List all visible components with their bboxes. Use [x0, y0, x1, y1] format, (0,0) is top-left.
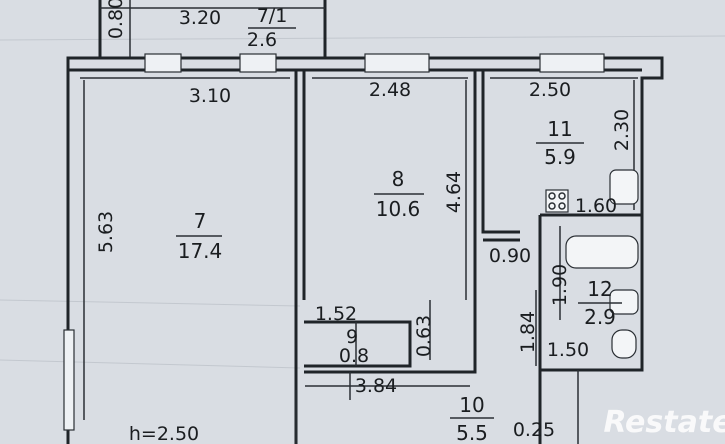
windows: [63, 53, 605, 431]
room-11-number: 11: [547, 117, 572, 141]
dim-closet-depth: 0.63: [413, 315, 435, 357]
stove-icon: [545, 189, 569, 213]
room-7-number: 7: [194, 209, 207, 233]
room-8-area: 10.6: [376, 197, 421, 221]
dim-kitchen-length: 2.30: [611, 109, 633, 151]
ceiling-height: h=2.50: [129, 423, 199, 444]
kitchen-sink-icon: [609, 169, 639, 205]
dim-bath-side: 1.84: [517, 311, 539, 353]
dim-room7-length: 5.63: [95, 211, 117, 253]
dimension-lines: [80, 77, 638, 420]
dim-kitchen-inner: 1.60: [575, 195, 617, 217]
window-kitchen: [539, 53, 605, 73]
dim-room8-length: 4.64: [443, 171, 465, 213]
room-12-area: 2.9: [584, 305, 616, 329]
room-labels: 7 17.4 8 10.6 9 0.8 10 5.5 11 5.9 12 2.9…: [176, 5, 622, 444]
dim-bath-length: 1.90: [549, 264, 571, 306]
dim-closet-width: 1.52: [315, 303, 357, 325]
window-room7-left: [144, 53, 182, 73]
window-room7-right: [239, 53, 277, 73]
room-11-area: 5.9: [544, 145, 576, 169]
dimension-labels: 3.20 0.80 3.10 5.63 2.48 4.64 2.50 2.30 …: [95, 0, 633, 441]
room-7-1-area: 2.6: [247, 29, 277, 51]
room-9-number: 9: [346, 326, 358, 348]
dim-corridor-opening: 0.90: [489, 245, 531, 267]
window-room8: [364, 53, 430, 73]
dim-room8-width: 2.48: [369, 79, 411, 101]
room-7-area: 17.4: [178, 239, 223, 263]
dim-hall-width: 3.84: [355, 375, 397, 397]
dim-balcony-width: 3.20: [179, 7, 221, 29]
dim-balcony-depth: 0.80: [105, 0, 127, 39]
toilet-icon: [611, 329, 637, 359]
background-lines: [0, 35, 725, 369]
room-7-1-number: 7/1: [257, 5, 288, 27]
room-9-area: 0.8: [339, 345, 369, 367]
bathtub-icon: [565, 235, 639, 269]
dim-kitchen-width: 2.50: [529, 79, 571, 101]
window-room7-side: [63, 329, 75, 431]
dim-room7-width: 3.10: [189, 85, 231, 107]
room-8-number: 8: [392, 167, 405, 191]
dim-bath-width: 1.50: [547, 339, 589, 361]
washbasin-icon: [609, 289, 639, 315]
fixtures: [545, 169, 639, 359]
dim-hall-offset: 0.25: [513, 419, 555, 441]
room-12-number: 12: [587, 277, 612, 301]
interior-walls: [294, 70, 642, 444]
watermark: Restate: [603, 405, 725, 440]
room-10-area: 5.5: [456, 421, 488, 444]
watermark-text: Restate: [603, 405, 725, 440]
room-10-number: 10: [459, 393, 484, 417]
